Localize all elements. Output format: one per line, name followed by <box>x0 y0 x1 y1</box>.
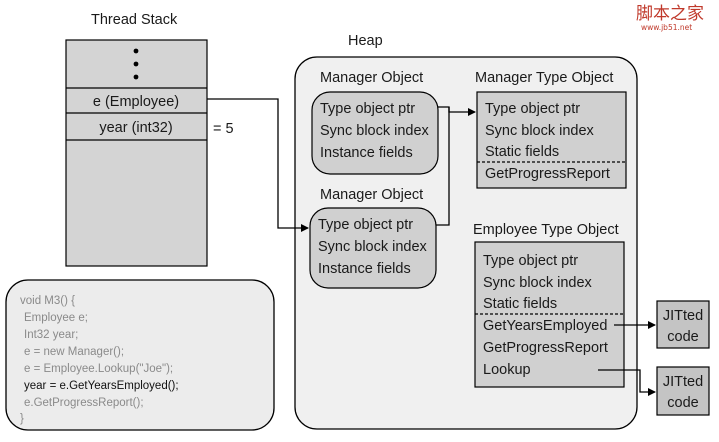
svg-text:code: code <box>667 329 698 345</box>
svg-text:脚本之家: 脚本之家 <box>636 4 704 24</box>
manager-object-2: Manager Object Type object ptr Sync bloc… <box>309 187 437 289</box>
code-line: Employee e; <box>24 312 88 324</box>
svg-text:GetProgressReport: GetProgressReport <box>483 340 608 356</box>
svg-text:GetYearsEmployed: GetYearsEmployed <box>483 318 607 334</box>
code-listing: void M3() { Employee e; Int32 year; e = … <box>5 279 275 431</box>
manager-object-1-title: Manager Object <box>320 70 423 86</box>
heap-title: Heap <box>348 33 383 49</box>
svg-text:GetProgressReport: GetProgressReport <box>485 166 610 182</box>
svg-text:Sync block index: Sync block index <box>320 123 430 139</box>
manager-type-object-title: Manager Type Object <box>475 70 613 86</box>
watermark-logo: 脚本之家 www.jb51.net <box>636 4 704 32</box>
manager-type-object-box <box>476 91 627 189</box>
svg-text:Sync block index: Sync block index <box>485 123 595 139</box>
manager-object-2-box <box>309 207 437 289</box>
jitted-code-1: JITted code <box>656 300 710 349</box>
arrow-manager2-to-type <box>436 107 450 226</box>
svg-text:JITted: JITted <box>663 308 703 324</box>
code-line: Int32 year; <box>24 329 78 341</box>
ellipsis-dot <box>133 48 139 54</box>
svg-text:Type object ptr: Type object ptr <box>485 101 580 117</box>
thread-stack-box <box>65 39 208 267</box>
manager-object-2-title: Manager Object <box>320 187 423 203</box>
manager-object-1: Manager Object Type object ptr Sync bloc… <box>311 70 439 175</box>
svg-text:Instance fields: Instance fields <box>320 145 413 161</box>
stack-slot-year: year (int32) <box>99 120 172 136</box>
year-value: = 5 <box>213 121 234 137</box>
svg-text:Type object ptr: Type object ptr <box>320 101 415 117</box>
reference-arrows <box>207 98 656 396</box>
svg-text:Sync block index: Sync block index <box>318 239 428 255</box>
svg-text:www.jb51.net: www.jb51.net <box>641 23 692 32</box>
svg-text:code: code <box>667 395 698 411</box>
code-line: void M3() { <box>20 295 75 307</box>
manager-object-1-box <box>311 91 439 175</box>
arrow-lookup-to-jit <box>598 369 656 396</box>
jitted-code-2: JITted code <box>656 366 710 416</box>
ellipsis-dot <box>133 74 139 80</box>
svg-text:JITted: JITted <box>663 374 703 390</box>
code-line: e.GetProgressReport(); <box>24 397 144 409</box>
employee-type-object-box <box>474 241 625 388</box>
code-line: e = Employee.Lookup("Joe"); <box>24 363 173 375</box>
svg-text:Lookup: Lookup <box>483 362 531 378</box>
code-line: } <box>20 413 24 425</box>
arrow-e-to-manager-object <box>207 98 309 232</box>
employee-type-object: Employee Type Object Type object ptr Syn… <box>473 222 625 388</box>
svg-text:Instance fields: Instance fields <box>318 261 411 277</box>
manager-type-object: Manager Type Object Type object ptr Sync… <box>475 70 627 189</box>
svg-text:Sync block index: Sync block index <box>483 275 593 291</box>
code-line-current: year = e.GetYearsEmployed(); <box>24 380 179 392</box>
svg-text:Static fields: Static fields <box>483 296 557 312</box>
employee-type-object-title: Employee Type Object <box>473 222 619 238</box>
thread-stack-title: Thread Stack <box>91 12 178 28</box>
svg-text:Type object ptr: Type object ptr <box>318 217 413 233</box>
stack-slot-e: e (Employee) <box>93 94 179 110</box>
thread-stack: Thread Stack e (Employee) year (int32) =… <box>65 12 234 267</box>
code-line: e = new Manager(); <box>24 346 124 358</box>
ellipsis-dot <box>133 61 139 67</box>
code-listing-box <box>5 279 275 431</box>
svg-text:Static fields: Static fields <box>485 144 559 160</box>
svg-text:Type object ptr: Type object ptr <box>483 253 578 269</box>
